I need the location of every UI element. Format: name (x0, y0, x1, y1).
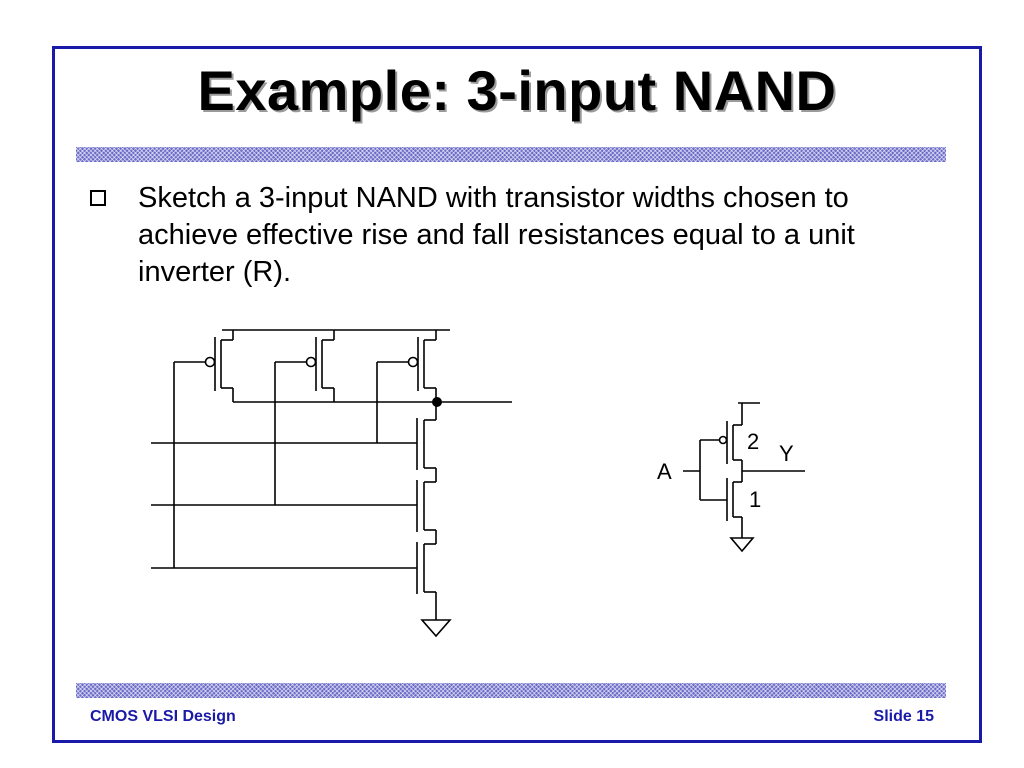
pmos-width-label: 2 (747, 429, 759, 454)
pmos-transistor-b (275, 330, 335, 402)
slide-title: Example: 3-input NAND (197, 59, 837, 122)
checkbox-bullet-icon (90, 190, 106, 206)
footer-divider (76, 683, 946, 698)
inverter-ground-icon (729, 537, 755, 553)
footer-course-title: CMOS VLSI Design (90, 708, 236, 725)
output-node-dot (432, 397, 442, 407)
slide-frame (52, 46, 982, 743)
inverter-output-label: Y (779, 441, 794, 466)
pmos-transistor-c (377, 330, 437, 420)
title-divider (76, 147, 946, 162)
nmos-width-label: 1 (749, 487, 761, 512)
nmos-transistor-2 (151, 480, 436, 532)
bullet-text: Sketch a 3-input NAND with transistor wi… (138, 182, 855, 288)
ground-icon (420, 619, 452, 638)
nmos-transistor-3 (151, 542, 436, 594)
pmos-transistor-a (174, 330, 234, 402)
nand3-schematic (151, 329, 512, 638)
slide-number: Slide 15 (873, 708, 934, 725)
inverter-schematic (683, 402, 805, 553)
nmos-transistor-1 (151, 418, 436, 470)
inverter-input-label: A (657, 459, 672, 484)
